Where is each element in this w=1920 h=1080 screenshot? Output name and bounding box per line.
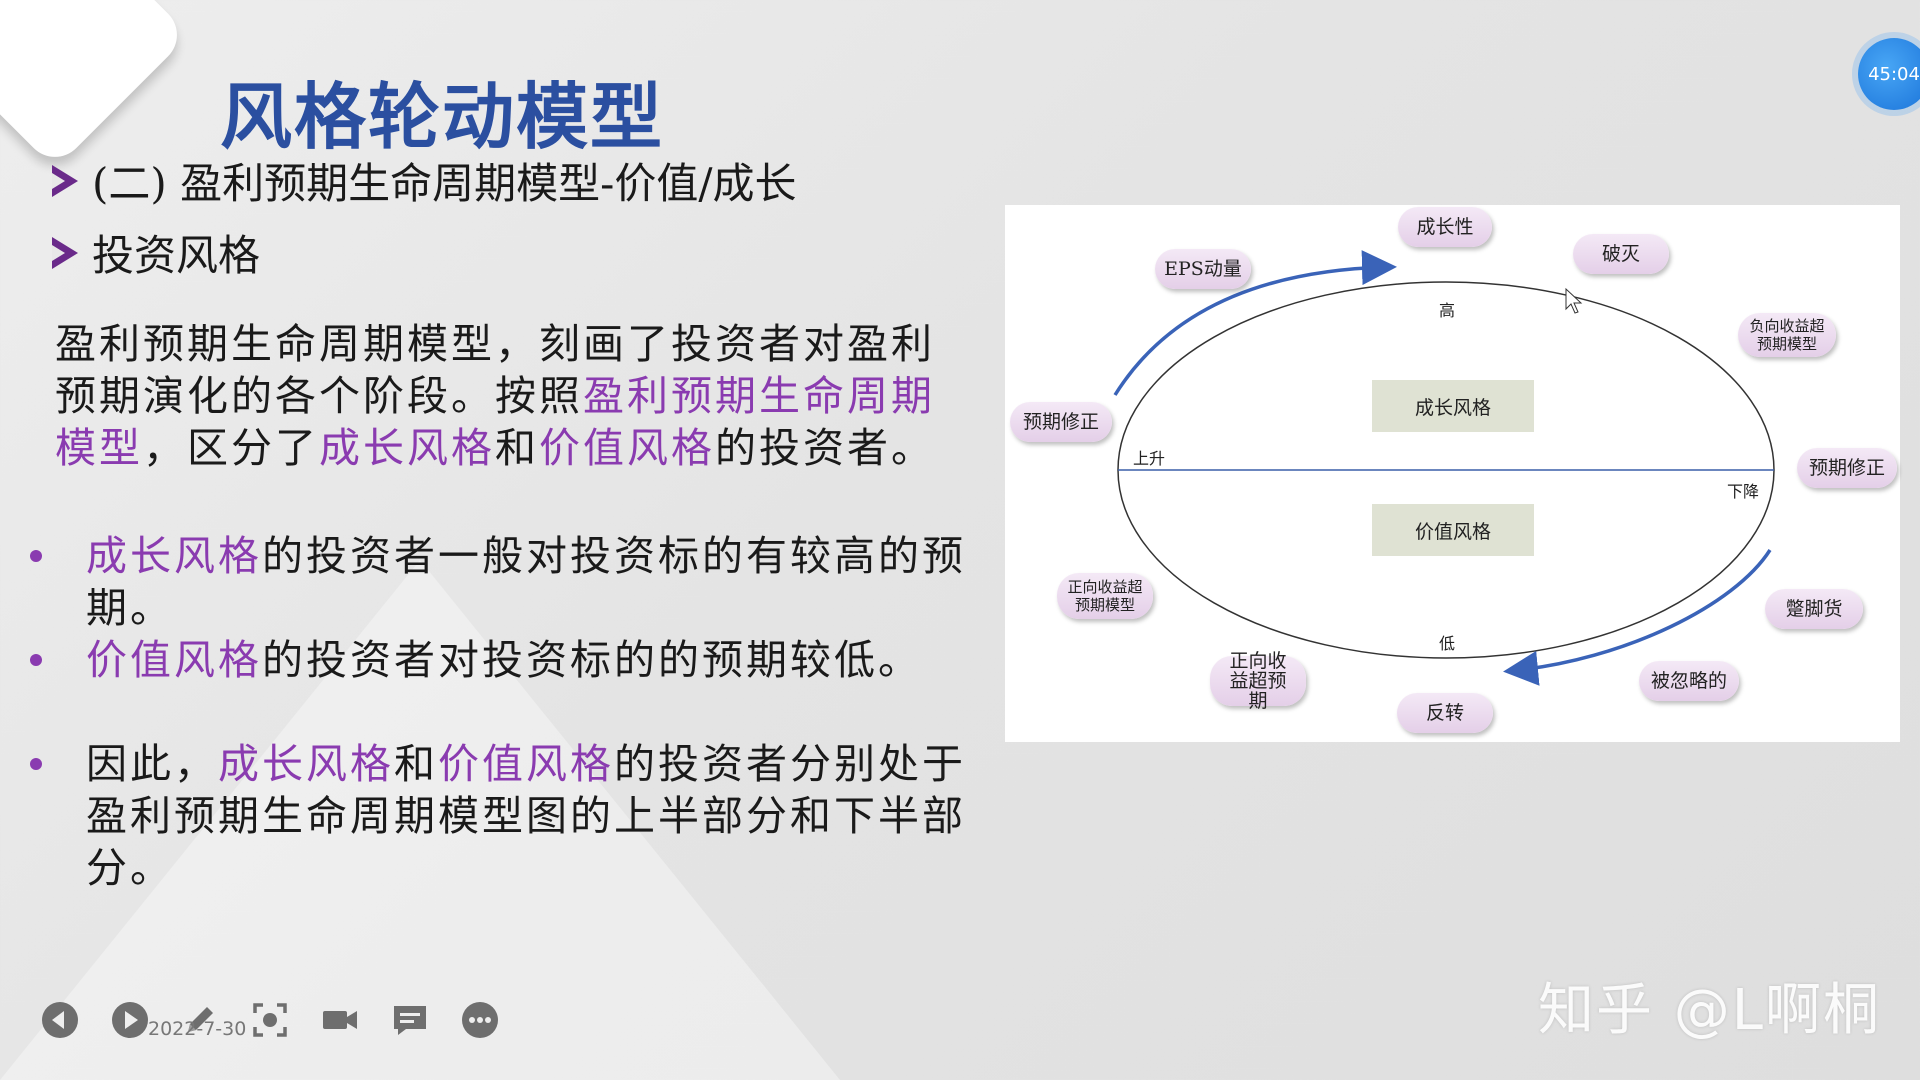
bullet-text: 因此， bbox=[86, 740, 218, 788]
intro-highlight-model: 盈利预期生命周期模型 bbox=[55, 372, 935, 472]
lower-flow-arrow bbox=[1503, 549, 1772, 686]
bullet-growth: 成长风格的投资者一般对投资标的有较高的预期。 bbox=[86, 530, 986, 634]
player-toolbar bbox=[40, 995, 530, 1045]
play-button[interactable] bbox=[110, 1000, 150, 1040]
pen-button[interactable] bbox=[180, 1000, 220, 1040]
camera-icon bbox=[323, 1011, 357, 1029]
stage-positive-surprise: 正向收益超预期 bbox=[1210, 651, 1306, 711]
stage-revision-left: 预期修正 bbox=[1010, 402, 1112, 442]
comment-button[interactable] bbox=[390, 1000, 430, 1040]
prev-icon bbox=[42, 1002, 78, 1038]
prev-button[interactable] bbox=[40, 1000, 80, 1040]
bullet-dot bbox=[30, 758, 42, 770]
bullet-highlight: 价值风格 bbox=[86, 636, 262, 684]
subheading-style-text: 投资风格 bbox=[92, 231, 261, 280]
watermark: 知乎 @L啊桐 bbox=[1538, 978, 1881, 1043]
value-style-box: 价值风格 bbox=[1372, 504, 1534, 556]
bullet-dot bbox=[30, 654, 42, 666]
slide-title: 风格轮动模型 bbox=[220, 75, 665, 159]
arrow-bullet-icon bbox=[52, 236, 78, 269]
intro-text: ，区分了 bbox=[143, 424, 319, 472]
lifecycle-diagram-graphics bbox=[1113, 250, 1775, 686]
intro-text: 和 bbox=[495, 424, 539, 472]
mouse-cursor-icon bbox=[1565, 287, 1583, 314]
subheading-model-text: (二) 盈利预期生命周期模型-价值/成长 bbox=[92, 159, 797, 208]
stage-burst: 破灭 bbox=[1573, 234, 1669, 274]
axis-label-low: 低 bbox=[1439, 634, 1456, 653]
axis-label-fall: 下降 bbox=[1727, 482, 1760, 501]
screenshot-button[interactable] bbox=[250, 1000, 290, 1040]
play-icon bbox=[112, 1002, 148, 1038]
intro-highlight-growth: 成长风格 bbox=[319, 424, 495, 472]
bullet-text: 的投资者对投资标的的预期较低。 bbox=[262, 636, 922, 684]
upper-flow-arrow bbox=[1113, 250, 1397, 396]
arrow-bullet-icon bbox=[52, 164, 78, 197]
more-icon bbox=[462, 1002, 498, 1038]
axis-label-high: 高 bbox=[1439, 301, 1456, 320]
intro-highlight-value: 价值风格 bbox=[539, 424, 715, 472]
bullet-dot bbox=[30, 550, 42, 562]
lifecycle-diagram: 高 低 上升 下降 成长风格 价值风格 EPS动量 成长性 破灭 负向收益超预期… bbox=[1005, 205, 1900, 742]
slide-date: 2022-7-30 bbox=[148, 1018, 247, 1040]
bullet-text: 和 bbox=[394, 740, 438, 788]
subheading-model: (二) 盈利预期生命周期模型-价值/成长 bbox=[52, 150, 796, 211]
camera-button[interactable] bbox=[320, 1000, 360, 1040]
pen-icon bbox=[188, 1007, 213, 1032]
stage-neglected: 被忽略的 bbox=[1639, 661, 1739, 701]
stage-positive-surprise-model: 正向收益超预期模型 bbox=[1057, 573, 1153, 619]
bullet-text: 的投资者分别处于盈利预期生命周期模型图的上半部分和下半部分。 bbox=[86, 740, 966, 892]
stage-growth: 成长性 bbox=[1398, 207, 1492, 247]
comment-icon bbox=[394, 1006, 426, 1035]
growth-style-box: 成长风格 bbox=[1372, 380, 1534, 432]
bullet-highlight: 成长风格 bbox=[218, 740, 394, 788]
stage-reversal: 反转 bbox=[1397, 693, 1493, 733]
bullet-value: 价值风格的投资者对投资标的的预期较低。 bbox=[86, 634, 1006, 686]
stage-revision-right: 预期修正 bbox=[1797, 448, 1897, 488]
axis-label-rise: 上升 bbox=[1133, 449, 1166, 468]
stage-dog: 蹩脚货 bbox=[1765, 589, 1863, 629]
stage-negative-surprise: 负向收益超预期模型 bbox=[1738, 313, 1836, 357]
intro-paragraph: 盈利预期生命周期模型，刻画了投资者对盈利预期演化的各个阶段。按照盈利预期生命周期… bbox=[55, 318, 935, 474]
bullet-conclusion: 因此，成长风格和价值风格的投资者分别处于盈利预期生命周期模型图的上半部分和下半部… bbox=[86, 738, 986, 894]
intro-text: 盈利预期生命周期模型，刻画了投资者对盈利预期演化的各个阶段。按照 bbox=[55, 320, 935, 420]
more-button[interactable] bbox=[460, 1000, 500, 1040]
timer-badge[interactable]: 45:04 bbox=[1858, 38, 1920, 110]
screenshot-icon bbox=[253, 1003, 287, 1037]
bullet-highlight: 价值风格 bbox=[438, 740, 614, 788]
stage-eps-momentum: EPS动量 bbox=[1155, 249, 1251, 289]
bullet-highlight: 成长风格 bbox=[86, 532, 262, 580]
subheading-style: 投资风格 bbox=[52, 222, 260, 283]
intro-text: 的投资者。 bbox=[715, 424, 935, 472]
decorative-card bbox=[0, 0, 190, 170]
bullet-text: 的投资者一般对投资标的有较高的预期。 bbox=[86, 532, 966, 632]
